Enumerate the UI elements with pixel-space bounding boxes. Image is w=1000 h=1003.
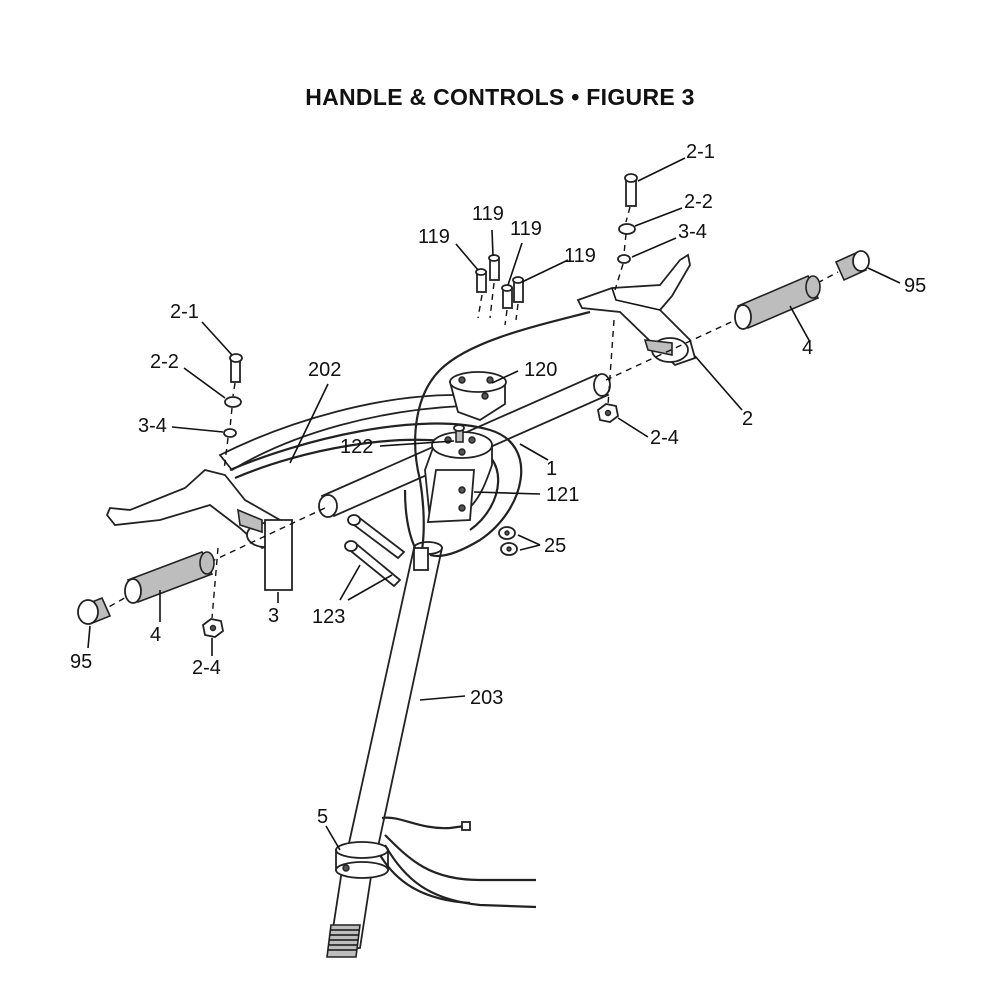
label-2-4-left: 2-4 bbox=[192, 657, 221, 679]
callout-labels: 2-1 2-2 3-4 119 119 119 119 95 4 2 2-4 1… bbox=[70, 141, 926, 828]
label-119-d: 119 bbox=[564, 245, 596, 267]
grip-4-right bbox=[734, 274, 821, 330]
label-2-1-left: 2-1 bbox=[170, 301, 199, 323]
nuts-25 bbox=[498, 526, 518, 556]
nut-2-4-left bbox=[202, 618, 224, 638]
threaded-end bbox=[326, 924, 361, 958]
label-120: 120 bbox=[524, 359, 557, 381]
clamp-block-121 bbox=[424, 431, 493, 523]
label-123: 123 bbox=[312, 606, 345, 628]
label-1: 1 bbox=[546, 458, 557, 480]
figure-title: HANDLE & CONTROLS • FIGURE 3 bbox=[305, 84, 695, 110]
label-25: 25 bbox=[544, 535, 566, 557]
label-4-left: 4 bbox=[150, 624, 161, 646]
label-202: 202 bbox=[308, 359, 341, 381]
washer-2-2-left bbox=[224, 396, 242, 408]
label-121: 121 bbox=[546, 484, 579, 506]
label-2: 2 bbox=[742, 408, 753, 430]
nut-2-4-right bbox=[597, 403, 619, 423]
label-2-4-right: 2-4 bbox=[650, 427, 679, 449]
washer-2-2-right bbox=[618, 223, 636, 235]
left-hardware bbox=[202, 353, 243, 638]
right-hardware bbox=[597, 173, 638, 423]
right-bracket-2 bbox=[576, 253, 697, 367]
label-3-4-left: 3-4 bbox=[138, 415, 167, 437]
label-3: 3 bbox=[268, 605, 279, 627]
label-95-right: 95 bbox=[904, 275, 926, 297]
bolts-119 bbox=[475, 254, 524, 326]
washer-3-4-right bbox=[617, 254, 631, 264]
label-95-left: 95 bbox=[70, 651, 92, 673]
end-cap-95-left bbox=[77, 596, 112, 626]
bolt-119 bbox=[512, 276, 524, 303]
collar-5 bbox=[335, 841, 389, 879]
screw-122 bbox=[453, 424, 465, 443]
bolt-2-1-left bbox=[229, 353, 243, 383]
bolt-119 bbox=[475, 268, 487, 293]
label-5: 5 bbox=[317, 806, 328, 828]
bolt-2-1-right bbox=[624, 173, 638, 207]
cap-block-120 bbox=[448, 371, 507, 421]
grip-4-left bbox=[124, 550, 215, 604]
label-119-a: 119 bbox=[418, 226, 450, 248]
label-203: 203 bbox=[470, 687, 503, 709]
end-cap-95-right bbox=[834, 250, 870, 282]
label-2-2-left: 2-2 bbox=[150, 351, 179, 373]
label-122: 122 bbox=[340, 436, 373, 458]
label-2-2-right: 2-2 bbox=[684, 191, 713, 213]
screws-123 bbox=[344, 514, 406, 588]
label-2-1-right: 2-1 bbox=[686, 141, 715, 163]
leader-lines bbox=[87, 157, 901, 851]
label-119-b: 119 bbox=[472, 203, 504, 225]
cable-loop bbox=[229, 310, 591, 571]
label-119-c: 119 bbox=[510, 218, 542, 240]
label-4-right: 4 bbox=[802, 337, 813, 359]
lower-cables bbox=[379, 816, 537, 909]
bolt-119 bbox=[488, 254, 500, 281]
stub-3 bbox=[264, 519, 293, 591]
bolt-119 bbox=[501, 284, 513, 309]
label-3-4-right: 3-4 bbox=[678, 221, 707, 243]
washer-3-4-left bbox=[223, 428, 237, 438]
